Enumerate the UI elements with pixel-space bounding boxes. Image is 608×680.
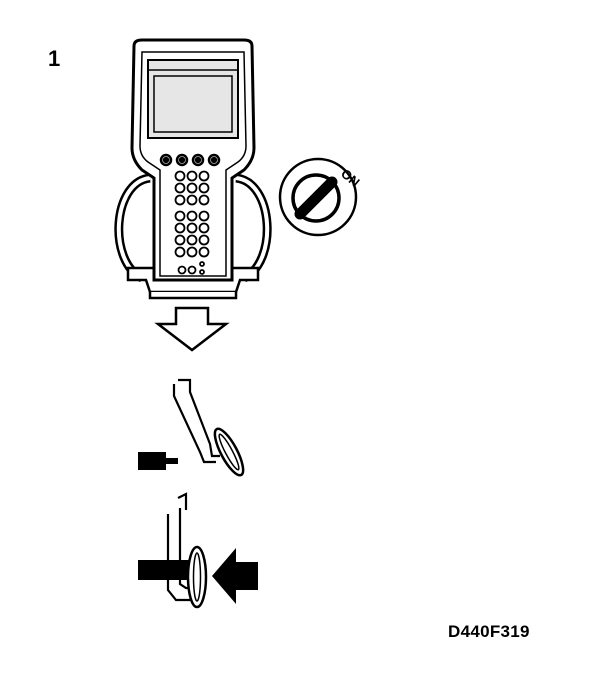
plug-icon xyxy=(138,560,190,580)
plug-icon xyxy=(138,452,178,470)
push-arrow-icon xyxy=(212,548,258,604)
figure-code: D440F319 xyxy=(448,622,530,641)
step-number: 1 xyxy=(48,46,61,71)
lever-icon xyxy=(172,378,245,477)
lever-icon xyxy=(186,545,208,609)
diagnostic-tester-icon xyxy=(114,38,272,300)
ignition-switch-icon: ON xyxy=(278,157,363,237)
down-arrow-icon xyxy=(154,306,230,352)
lever-icon xyxy=(166,492,190,602)
